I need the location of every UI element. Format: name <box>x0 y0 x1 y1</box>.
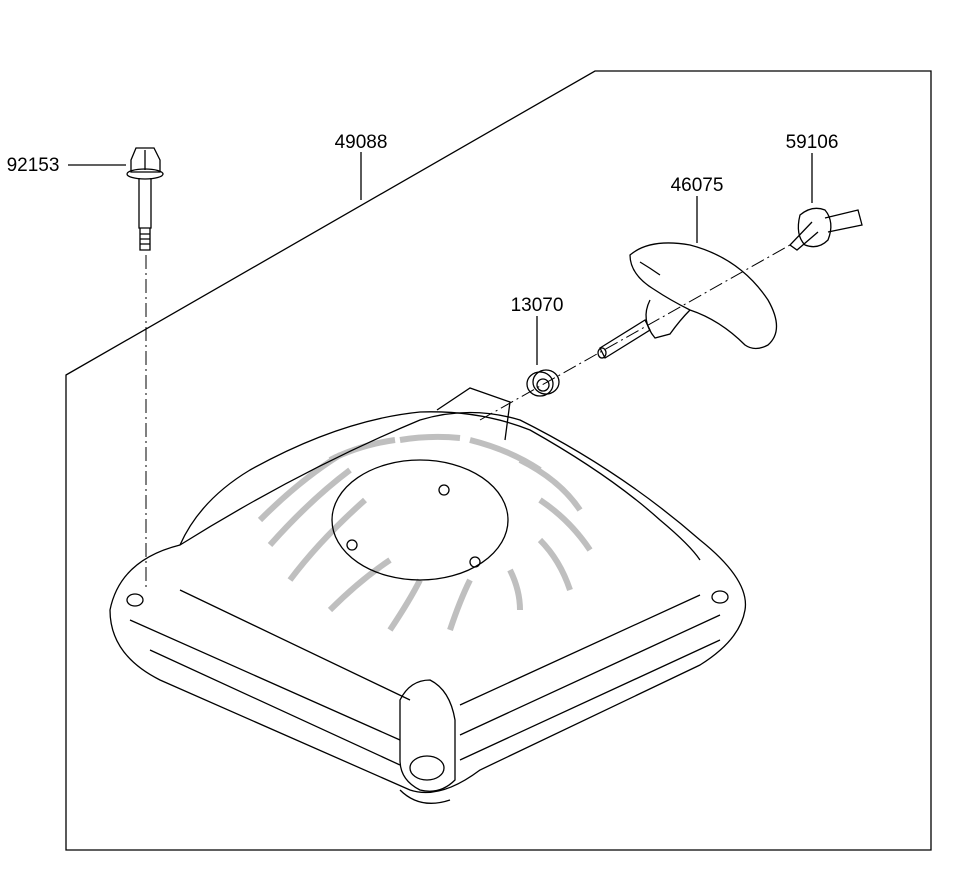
part-label-59106: 59106 <box>785 132 839 153</box>
grommet-drawing <box>526 369 560 397</box>
part-label-92153: 92153 <box>6 155 60 176</box>
assembly-axis-rope <box>479 244 791 421</box>
rope-stopper-drawing <box>789 207 863 251</box>
part-label-13070: 13070 <box>510 295 564 316</box>
bolt-drawing <box>126 147 164 251</box>
part-label-46075: 46075 <box>670 175 724 196</box>
assembly-frame <box>65 70 932 851</box>
handle-drawing <box>597 242 778 359</box>
part-label-49088: 49088 <box>334 132 388 153</box>
recoil-cover-drawing <box>109 387 747 804</box>
